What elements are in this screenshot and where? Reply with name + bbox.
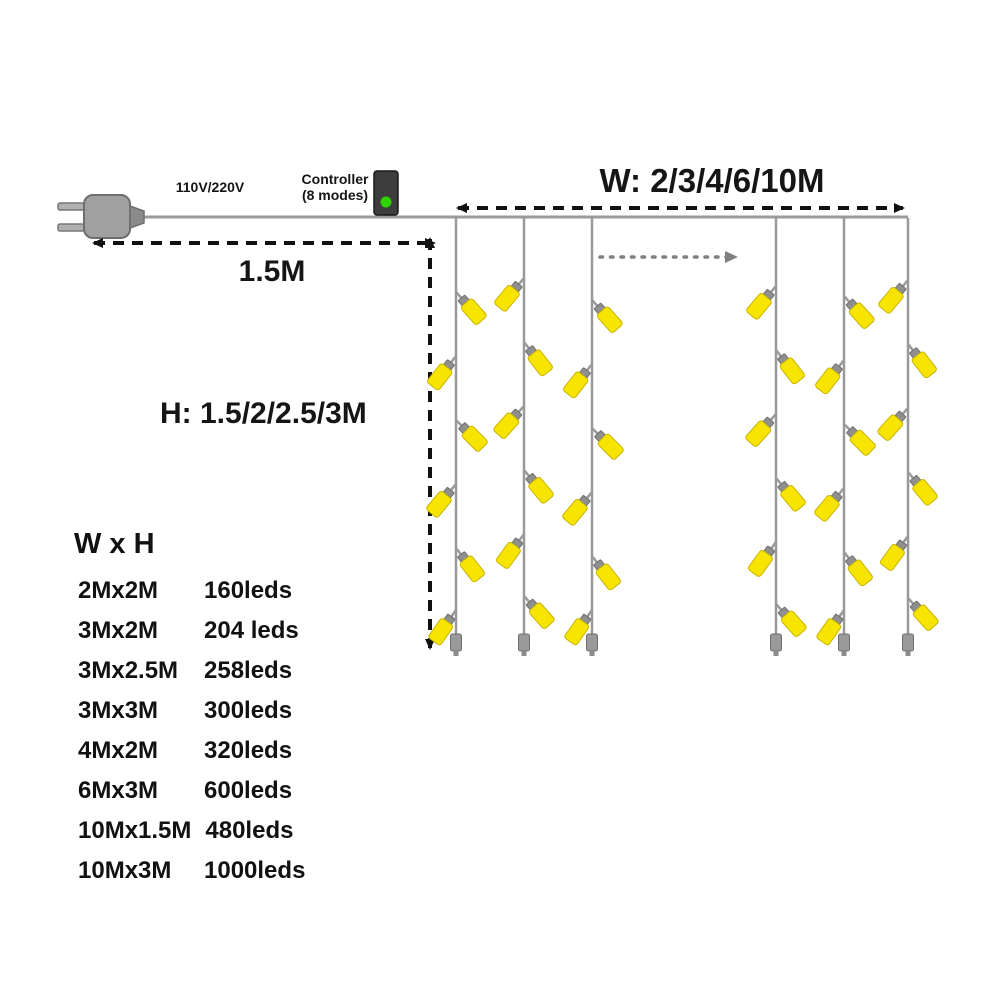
size-cell: 3Mx3M (78, 697, 159, 724)
controller-box (373, 170, 399, 216)
led-bulb (843, 295, 875, 329)
light-strand (745, 218, 807, 656)
led-bulb (428, 609, 458, 646)
led-bulb (879, 535, 910, 571)
light-strand (814, 218, 876, 656)
led-bulb (907, 343, 937, 379)
led-bulb (495, 533, 526, 569)
led-bulb (775, 603, 807, 637)
led-bulb (745, 413, 777, 447)
table-row: 2Mx2M 160leds (72, 577, 305, 617)
led-bulb (877, 407, 909, 441)
voltage-label: 110V/220V (176, 179, 245, 195)
led-bulb (455, 291, 487, 325)
led-bulb (493, 405, 525, 439)
led-bulb (455, 419, 488, 452)
strand-connector (450, 633, 462, 656)
table-row: 10Mx1.5M 480leds (72, 817, 305, 857)
size-cell: 6Mx3M (78, 777, 159, 804)
strand-connector (902, 633, 914, 656)
led-bulb (591, 427, 624, 460)
size-cell: 10Mx1.5M (78, 817, 192, 844)
strand-connector (518, 633, 530, 656)
led-bulb (816, 609, 846, 646)
leds-cell: 258leds (204, 657, 293, 684)
table-row: 10Mx3M 1000leds (72, 857, 305, 897)
led-bulb (426, 483, 457, 518)
led-bulb (523, 341, 553, 377)
led-bulb (907, 471, 938, 506)
leds-cell: 480leds (205, 817, 294, 844)
power-plug-icon (57, 194, 145, 239)
led-bulb (523, 595, 555, 629)
led-bulb (494, 277, 525, 312)
spec-table: W x H 2Mx2M 160leds 3Mx2M 204 leds 3Mx2.… (72, 528, 305, 897)
table-row: 3Mx2M 204 leds (72, 617, 305, 657)
led-bulb (591, 299, 623, 333)
leds-cell: 600leds (204, 777, 293, 804)
strand-connector (770, 633, 782, 656)
led-bulb (564, 609, 594, 646)
controller-label-line1: Controller (302, 171, 369, 187)
table-row: 3Mx2.5M 258leds (72, 657, 305, 697)
width-label: W: 2/3/4/6/10M (600, 162, 825, 199)
led-bulb (878, 279, 909, 314)
led-bulb (591, 555, 621, 591)
table-row: 6Mx3M 600leds (72, 777, 305, 817)
spec-table-heading: W x H (74, 528, 155, 560)
size-cell: 2Mx2M (78, 577, 159, 604)
led-bulb (747, 541, 778, 577)
size-cell: 4Mx2M (78, 737, 159, 764)
lead-length-label: 1.5M (239, 255, 306, 288)
size-cell: 3Mx2.5M (78, 657, 179, 684)
light-strands (426, 218, 939, 656)
light-strand (877, 218, 939, 656)
strand-connector (838, 633, 850, 656)
led-bulb (523, 469, 554, 504)
height-label: H: 1.5/2/2.5/3M (160, 397, 367, 430)
led-bulb (563, 363, 593, 399)
led-bulb (843, 551, 873, 587)
size-cell: 10Mx3M (78, 857, 172, 884)
led-bulb (455, 547, 485, 583)
leds-cell: 300leds (204, 697, 293, 724)
led-bulb (775, 477, 806, 512)
controller-led (380, 196, 392, 208)
led-bulb (427, 355, 457, 391)
table-row: 3Mx3M 300leds (72, 697, 305, 737)
light-strand (426, 218, 488, 656)
leds-cell: 1000leds (204, 857, 306, 884)
controller-label-line2: (8 modes) (302, 187, 368, 203)
led-bulb (775, 349, 805, 385)
size-cell: 3Mx2M (78, 617, 159, 644)
leds-cell: 160leds (204, 577, 293, 604)
light-strand (562, 218, 624, 656)
led-bulb (562, 491, 593, 526)
leds-cell: 320leds (204, 737, 293, 764)
strand-connector (586, 633, 598, 656)
led-bulb (746, 285, 777, 320)
table-row: 4Mx2M 320leds (72, 737, 305, 777)
light-strand (493, 218, 555, 656)
leds-cell: 204 leds (204, 617, 299, 644)
led-bulb (843, 423, 876, 456)
led-bulb (815, 359, 845, 395)
led-bulb (814, 487, 845, 522)
led-bulb (907, 597, 939, 631)
